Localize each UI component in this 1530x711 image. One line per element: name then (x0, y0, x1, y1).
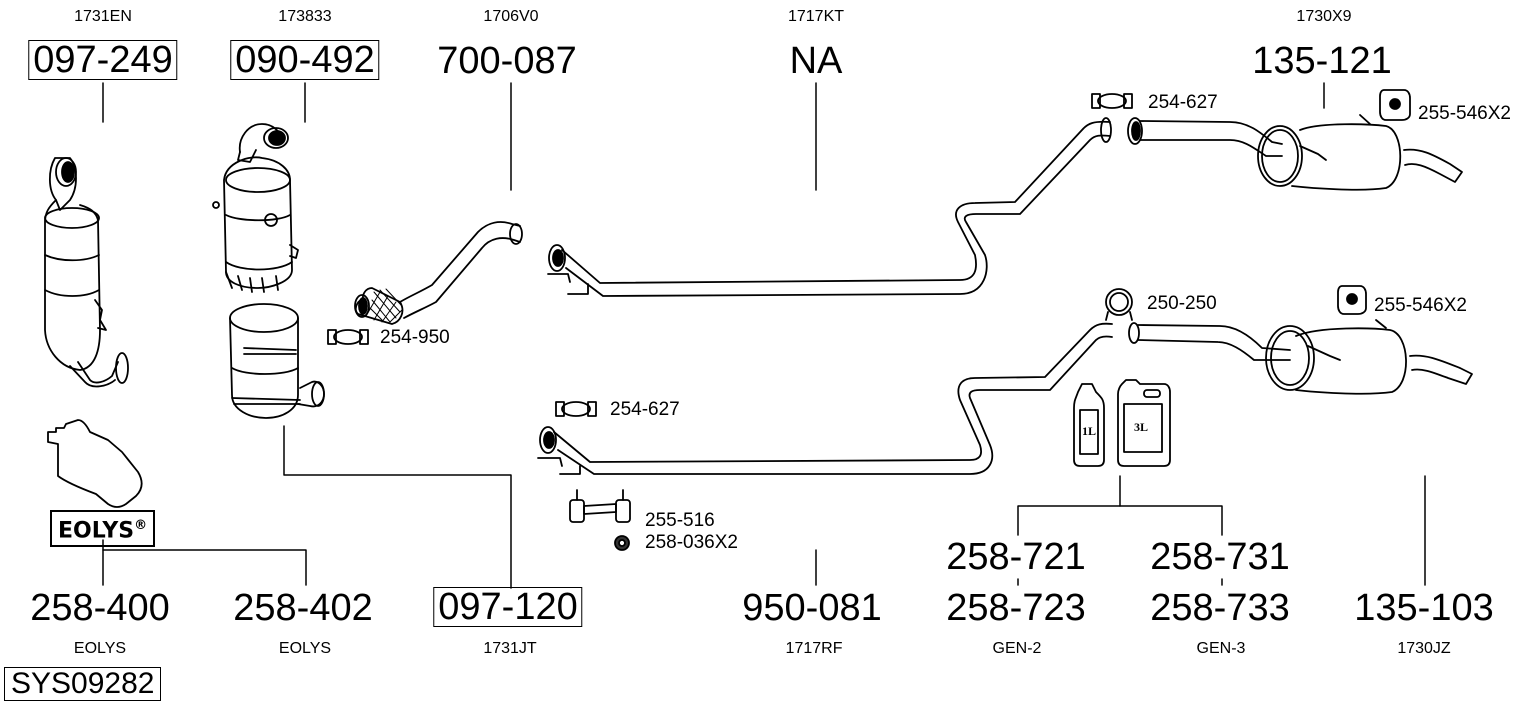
accessory-label-255-546-lower[interactable]: 255-546X2 (1374, 295, 1467, 316)
column-code-1717KT: 1717KT (787, 8, 845, 25)
part-number-090-492[interactable]: 090-492 (230, 40, 380, 80)
clamp-254-950-icon (327, 329, 369, 345)
hanger-255-546-upper-icon (1379, 89, 1411, 121)
catalyst-097-249-drawing (44, 157, 129, 388)
bottom-code-1730JZ: 1730JZ (1397, 640, 1451, 657)
accessory-label-254-627-upper[interactable]: 254-627 (1148, 92, 1218, 113)
clamp-254-627-upper-icon (1091, 93, 1133, 109)
bottom-code-1717RF: 1717RF (785, 640, 843, 657)
front-pipe-upper-drawing (547, 117, 1112, 297)
can-label-1l: 1L (1082, 424, 1097, 438)
part-number-258-731[interactable]: 258-731 (1150, 536, 1290, 578)
eolys-badge-text: EOLYS (58, 518, 135, 544)
part-number-950-081[interactable]: 950-081 (742, 587, 882, 629)
accessory-label-255-516[interactable]: 255-516 (645, 510, 715, 531)
hanger-255-516-icon (569, 489, 631, 523)
part-number-258-723[interactable]: 258-723 (946, 587, 1086, 629)
nut-258-036-icon (614, 535, 630, 551)
additive-can-3l-icon (1117, 379, 1171, 467)
system-id: SYS09282 (4, 667, 162, 701)
bottom-code-eolys-1: EOLYS (73, 640, 127, 657)
leader-lines (102, 82, 1426, 589)
eolys-badge: EOLYS® (50, 510, 156, 548)
part-number-135-103[interactable]: 135-103 (1354, 587, 1494, 629)
accessory-label-258-036[interactable]: 258-036X2 (645, 532, 738, 553)
part-number-258-400[interactable]: 258-400 (30, 587, 170, 629)
clamp-254-627-lower-icon (555, 401, 597, 417)
part-number-097-120[interactable]: 097-120 (433, 587, 583, 627)
bottom-code-1731JT: 1731JT (483, 640, 537, 657)
hanger-255-546-lower-icon (1337, 285, 1367, 315)
additive-can-1l-icon (1073, 383, 1105, 467)
column-code-1730X9: 1730X9 (1296, 8, 1352, 25)
column-code-1731EN: 1731EN (74, 8, 132, 25)
part-number-135-121[interactable]: 135-121 (1252, 40, 1392, 82)
can-label-3l: 3L (1134, 420, 1149, 434)
registered-mark: ® (134, 518, 148, 533)
bottom-code-eolys-2: EOLYS (278, 640, 332, 657)
part-number-258-721[interactable]: 258-721 (946, 536, 1086, 578)
front-pipe-lower-drawing (537, 322, 1113, 475)
accessory-label-250-250[interactable]: 250-250 (1147, 293, 1217, 314)
part-number-097-249[interactable]: 097-249 (28, 40, 178, 80)
dpf-090-492-drawing (212, 123, 299, 293)
accessory-label-255-546-upper[interactable]: 255-546X2 (1418, 103, 1511, 124)
part-number-258-733[interactable]: 258-733 (1150, 587, 1290, 629)
accessory-label-254-627-lower[interactable]: 254-627 (610, 399, 680, 420)
flex-pipe-700-087-drawing (354, 221, 523, 325)
column-code-1706V0: 1706V0 (483, 8, 539, 25)
clamp-250-250-icon (1105, 288, 1133, 321)
part-number-na[interactable]: NA (789, 40, 843, 82)
column-code-173833: 173833 (278, 8, 332, 25)
part-number-700-087[interactable]: 700-087 (437, 40, 577, 82)
bottom-code-gen-2: GEN-2 (992, 640, 1042, 657)
bottom-code-gen-3: GEN-3 (1196, 640, 1246, 657)
part-number-258-402[interactable]: 258-402 (233, 587, 373, 629)
dpf-bottom-drawing (229, 303, 325, 419)
eolys-tank-drawing (47, 419, 143, 508)
accessory-label-254-950[interactable]: 254-950 (380, 327, 450, 348)
silencer-135-103-drawing (1128, 319, 1473, 395)
silencer-135-121-drawing (1127, 114, 1463, 191)
